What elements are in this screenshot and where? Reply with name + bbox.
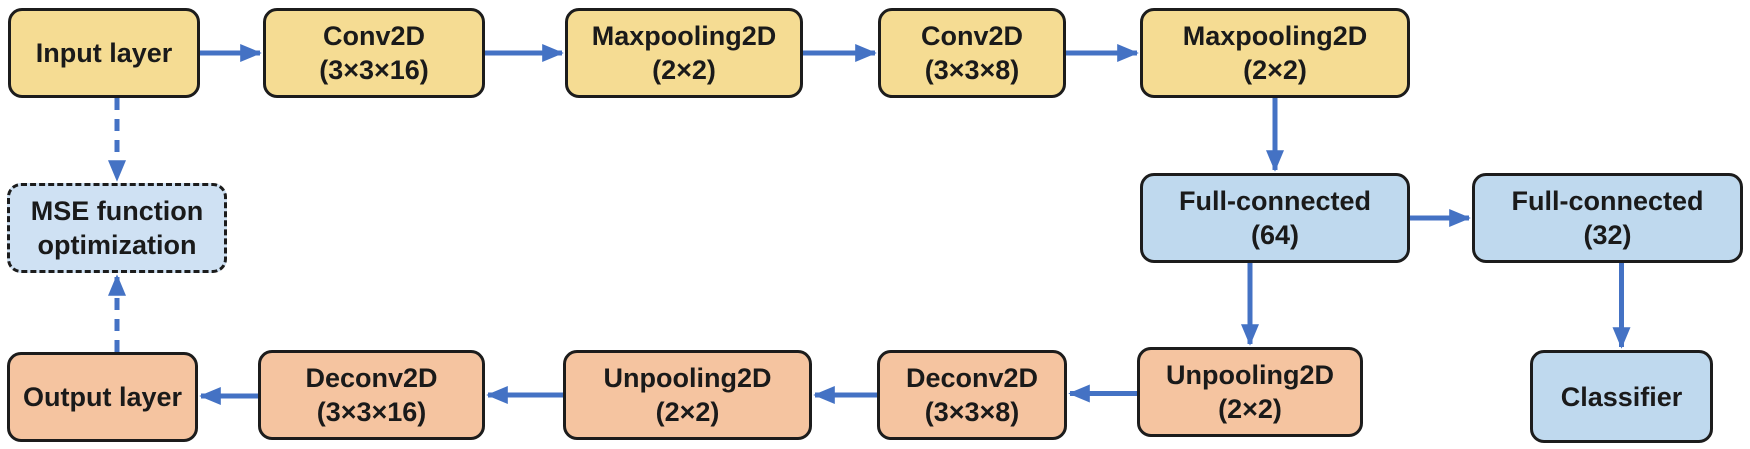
node-label: Maxpooling2D	[591, 21, 777, 51]
node-label: (32)	[1583, 220, 1632, 250]
node-label: (3×3×16)	[319, 55, 429, 85]
node-label: (2×2)	[1218, 394, 1282, 424]
node-label: (3×3×16)	[316, 397, 427, 427]
node-label: Output layer	[22, 382, 183, 412]
node-label: Maxpooling2D	[1182, 21, 1368, 51]
node-output: Output layer	[7, 352, 198, 442]
node-label: MSE function	[30, 196, 204, 226]
node-conv8: Conv2D (3×3×8)	[878, 8, 1066, 98]
node-label: Conv2D	[920, 21, 1023, 51]
node-label: Full-connected	[1178, 186, 1371, 216]
node-label: Full-connected	[1511, 186, 1704, 216]
node-deconv16: Deconv2D (3×3×16)	[258, 350, 485, 440]
node-label: Unpooling2D	[603, 363, 772, 393]
node-label: (2×2)	[1243, 55, 1307, 85]
node-classifier: Classifier	[1530, 350, 1713, 443]
node-label: Input layer	[35, 38, 173, 68]
node-label: (2×2)	[655, 397, 720, 427]
node-mse: MSE function optimization	[7, 183, 227, 273]
node-label: (3×3×8)	[924, 397, 1020, 427]
node-label: Deconv2D	[905, 363, 1039, 393]
node-conv16: Conv2D (3×3×16)	[263, 8, 485, 98]
node-input: Input layer	[8, 8, 200, 98]
node-label: Conv2D	[322, 21, 425, 51]
node-label: (64)	[1250, 220, 1299, 250]
node-maxpool2: Maxpooling2D (2×2)	[1140, 8, 1410, 98]
node-deconv8: Deconv2D (3×3×8)	[877, 350, 1067, 440]
node-label: optimization	[37, 230, 197, 260]
node-maxpool1: Maxpooling2D (2×2)	[565, 8, 803, 98]
node-fc32: Full-connected (32)	[1472, 173, 1743, 263]
node-label: (3×3×8)	[924, 55, 1020, 85]
node-label: Unpooling2D	[1166, 360, 1334, 390]
node-unpool1: Unpooling2D (2×2)	[563, 350, 812, 440]
node-label: Deconv2D	[305, 363, 438, 393]
node-label: (2×2)	[652, 55, 716, 85]
node-label: Classifier	[1560, 381, 1683, 412]
node-fc64: Full-connected (64)	[1140, 173, 1410, 263]
node-unpool2: Unpooling2D (2×2)	[1137, 347, 1363, 437]
